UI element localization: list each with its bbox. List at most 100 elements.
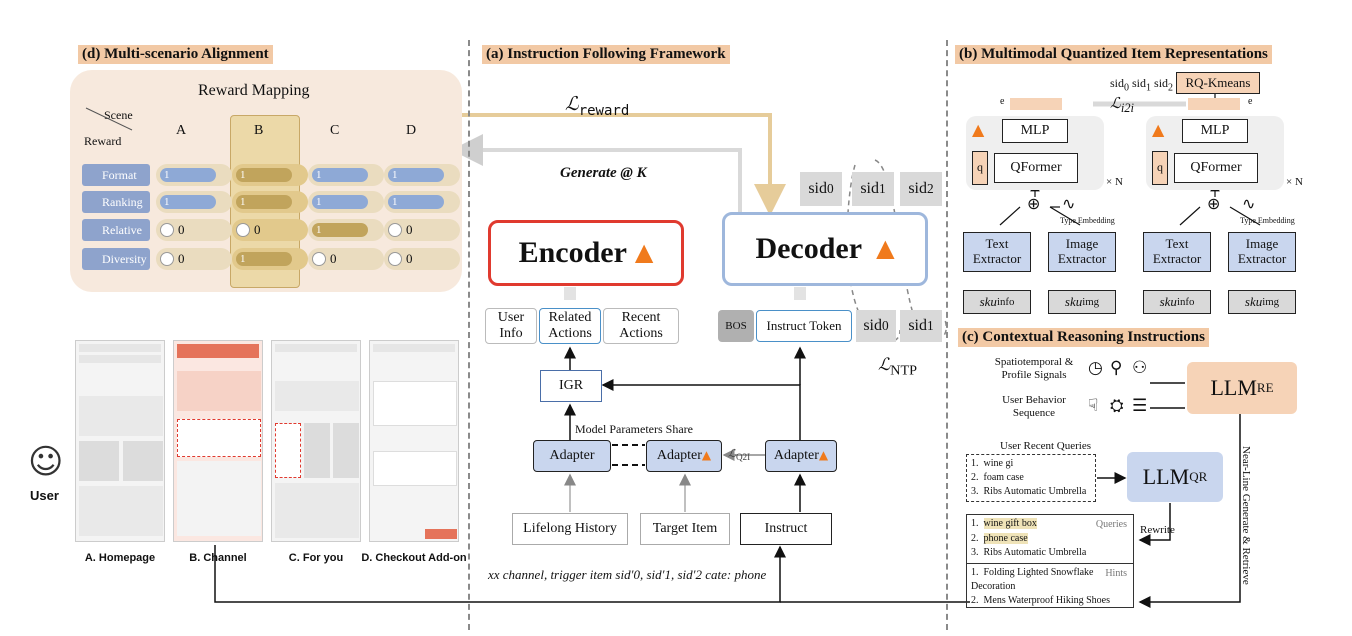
reward-label: Reward [84,134,122,148]
qformer-left: QFormer [994,153,1078,183]
cell-format-c: 1 [308,164,384,186]
generate-at-k: Generate @ K [560,165,647,181]
plus-circle-icon: ⊕ [1207,194,1221,213]
hints-box: 1. Folding Lighted Snowflake Decoration … [966,564,1134,608]
lifelong-history-box: Lifelong History [512,513,628,545]
query-1: 1. wine gift box [971,518,1037,529]
row-diversity: Diversity [82,248,150,270]
instruct-box: Instruct [740,513,832,545]
rewrite-label: Rewrite [1140,524,1175,536]
recent-query-1: 1. wine gi [971,458,1014,469]
cell-format-b: 1 [232,164,308,186]
embedding-left [1010,98,1062,110]
instruction-text: xx channel, trigger item sid′0, sid′1, s… [488,567,767,582]
hint-1: 1. Folding Lighted Snowflake Decoration [971,567,1094,592]
cell-diversity-a: 0 [156,248,232,270]
section-title-c: (c) Contextual Reasoning Instructions [958,328,1209,347]
loss-q2i: ℒQ2I [728,448,751,463]
section-title-d: (d) Multi-scenario Alignment [78,45,273,64]
image-extractor-left: Image Extractor [1048,232,1116,272]
loss-i2i: ℒi2i [1110,96,1135,115]
near-line-label: Near-Line Generate & Retrieve [1240,445,1252,585]
queries-label: Queries [1095,519,1127,530]
checklist-icon: ☰ [1132,396,1148,416]
related-actions-box: Related Actions [539,308,601,344]
recent-queries-box: 1. wine gi 2. foam case 3. Ribs Automati… [966,454,1096,502]
qformer-right: QFormer [1174,153,1258,183]
caption-checkout: D. Checkout Add-on [361,552,467,564]
embedding-right-label: e [1248,96,1253,107]
cell-ranking-a: 1 [156,191,232,213]
adapter-right: Adapter▲ [765,440,837,472]
recent-queries-title: User Recent Queries [1000,440,1092,452]
fire-icon: ▲ [876,234,895,263]
adapter-middle: Adapter▲ [646,440,722,472]
location-icon: ⚲ [1110,358,1123,378]
cell-relative-a: 0 [156,219,232,241]
bos-token: BOS [718,310,754,342]
phone-homepage [75,340,165,542]
hint-2: 2. Mens Waterproof Hiking Shoes [971,595,1110,606]
queries-box: 1. wine gift box 2. phone case 3. Ribs A… [966,514,1134,564]
sine-icon: ∿ [1242,194,1256,213]
row-format: Format [82,164,150,186]
query-3: 3. Ribs Automatic Umbrella [971,547,1087,558]
profile-icon: ⚇ [1132,358,1148,378]
query-right: q [1152,151,1168,185]
igr-box: IGR [540,370,602,402]
loss-reward: ℒreward [565,94,630,119]
divider-right [946,40,948,630]
text-extractor-right: Text Extractor [1143,232,1211,272]
scene-label: Scene [104,108,133,122]
clock-icon: ◷ [1088,358,1103,378]
recent-actions-box: Recent Actions [603,308,679,344]
row-relative: Relative [82,219,150,241]
cell-relative-d: 0 [384,219,460,241]
cell-diversity-b: 1 [232,248,308,270]
encoder-block: Encoder▲ [488,220,684,286]
type-embedding-right: Type Embedding [1240,216,1295,225]
column-b: B [254,123,264,138]
text-extractor-left: Text Extractor [963,232,1031,272]
cart-icon: ⛭ [1110,396,1124,416]
section-title-b: (b) Multimodal Quantized Item Representa… [955,45,1272,64]
user-info-box: User Info [485,308,537,344]
phone-for-you [271,340,361,542]
recent-query-2: 2. foam case [971,472,1024,483]
cell-relative-c: 1 [308,219,384,241]
embedding-right [1188,98,1240,110]
column-d: D [406,123,417,138]
section-title-a: (a) Instruction Following Framework [482,45,730,64]
decoder-block: Decoder▲ [722,212,928,286]
user-label: User [30,488,59,503]
cell-diversity-d: 0 [384,248,460,270]
fire-icon: ▲ [818,448,829,463]
cell-relative-b: 0 [232,219,308,241]
caption-homepage: A. Homepage [84,552,156,564]
cell-ranking-d: 1 [384,191,460,213]
rq-kmeans-box: RQ-Kmeans [1176,72,1260,94]
sine-icon: ∿ [1062,194,1076,213]
image-extractor-right: Image Extractor [1228,232,1296,272]
fire-icon: ▲ [972,120,985,139]
cell-diversity-c: 0 [308,248,384,270]
times-n-left: × N [1106,176,1123,188]
cell-ranking-c: 1 [308,191,384,213]
cell-format-d: 1 [384,164,460,186]
phone-checkout [369,340,459,542]
instruct-token-box: Instruct Token [756,310,852,342]
sid-sequence: sid0 sid1 sid2 [1110,76,1174,94]
fire-icon: ▲ [701,448,712,463]
query-left: q [972,151,988,185]
mlp-left: MLP [1002,119,1068,143]
